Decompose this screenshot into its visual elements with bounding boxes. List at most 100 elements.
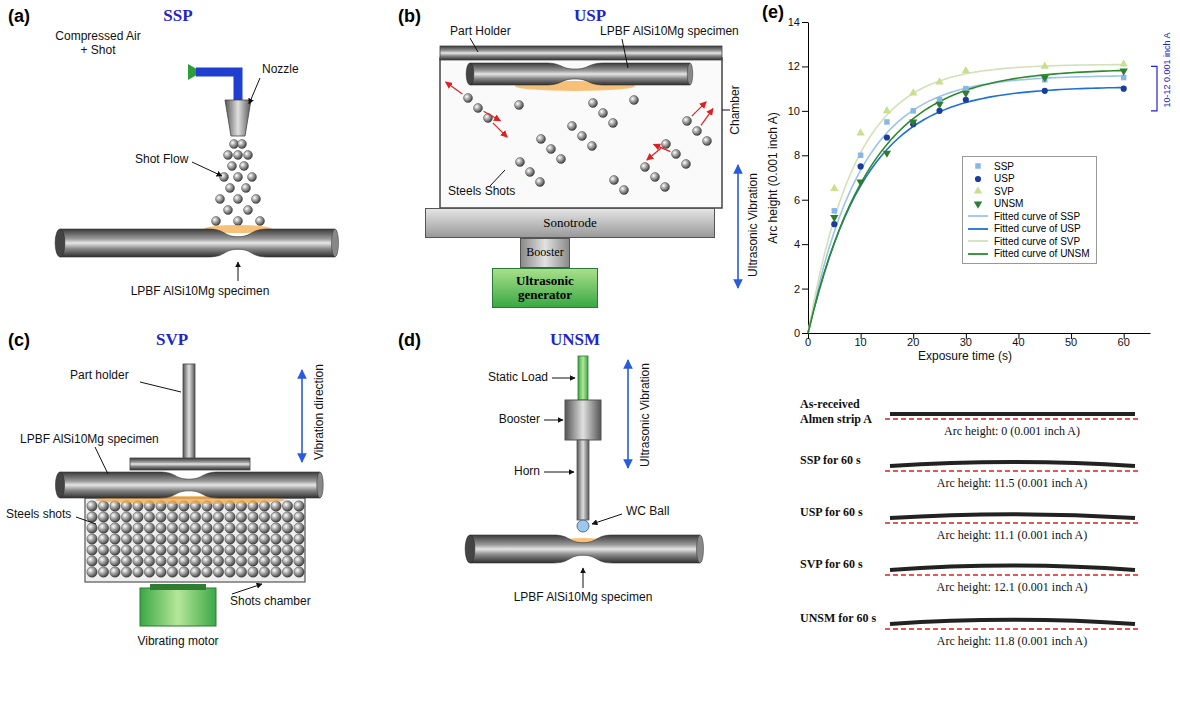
steel-shot: [282, 545, 292, 555]
tick-label: 50: [1065, 336, 1077, 348]
steel-shot: [179, 545, 189, 555]
leader-line: [583, 568, 584, 588]
steel-shot: [271, 501, 281, 511]
steel-shot: [234, 217, 243, 226]
node-text: Ultrasonic generator: [497, 274, 593, 303]
steel-shot: [557, 155, 566, 164]
shot-motion-arrow: [484, 111, 501, 121]
generator-box: Ultrasonic generator: [492, 268, 598, 308]
steel-shot: [224, 206, 233, 215]
chart-legend: SSPUSPSVPUNSMFitted curve of SSPFitted c…: [962, 156, 1097, 264]
chamber: [440, 58, 722, 208]
steel-shot: [588, 142, 597, 151]
arc-height-value: Arc height: 12.1 (0.001 inch A): [937, 580, 1088, 595]
legend-entry: Fitted curve of SVP: [967, 235, 1090, 248]
arc-height-value: Arc height: 11.5 (0.001 inch A): [937, 476, 1088, 491]
steel-shot: [133, 556, 143, 566]
legend-entry: USP: [967, 173, 1090, 186]
steel-shot: [98, 523, 108, 533]
legend-marker: [974, 186, 982, 193]
steel-shot: [474, 104, 483, 113]
steel-shot: [703, 137, 712, 146]
legend-sample: [967, 173, 989, 185]
steel-shot: [294, 567, 304, 577]
steel-shot: [256, 217, 265, 226]
data-point: [935, 77, 943, 84]
leader-line: [140, 382, 181, 392]
tick-label: 8: [794, 149, 800, 161]
strip-label: SVP for 60 s: [800, 557, 863, 572]
steel-shot: [271, 534, 281, 544]
static-load-rod: [578, 356, 588, 400]
steel-shot: [133, 534, 143, 544]
panel-title: UNSM: [550, 330, 600, 350]
steel-shot: [167, 556, 177, 566]
reference-line: [885, 522, 1140, 523]
steel-shot: [87, 545, 97, 555]
steel-shot: [190, 523, 200, 533]
legend-sample: [967, 210, 989, 222]
part-label: Steels Shots: [448, 185, 515, 199]
steel-shot: [259, 534, 269, 544]
data-point: [830, 184, 838, 191]
steel-shot: [294, 523, 304, 533]
steel-shot: [294, 534, 304, 544]
data-point: [858, 163, 864, 169]
steel-shot: [516, 158, 525, 167]
steel-shot: [87, 534, 97, 544]
tick-label: 30: [960, 336, 972, 348]
steel-shot: [220, 173, 229, 182]
data-point: [1041, 62, 1049, 69]
tick-label: 0: [794, 327, 800, 339]
steel-shot: [179, 556, 189, 566]
steel-shot: [87, 567, 97, 577]
strip-label: USP for 60 s: [800, 505, 863, 520]
almen-strip: [890, 462, 1135, 466]
tick-label: 10: [788, 105, 800, 117]
data-point: [856, 128, 864, 135]
steel-shot: [282, 523, 292, 533]
steel-shot: [620, 186, 629, 195]
steel-shot: [87, 556, 97, 566]
steel-shot: [110, 567, 120, 577]
leader-line: [192, 162, 222, 176]
steel-shot: [213, 556, 223, 566]
steel-shot: [630, 96, 639, 105]
steel-shot: [282, 512, 292, 522]
steel-shot: [167, 512, 177, 522]
fitted-curve: [808, 76, 1124, 333]
air-pipe: [196, 72, 238, 100]
steel-shot: [98, 567, 108, 577]
steel-shot: [144, 512, 154, 522]
data-point: [909, 88, 917, 95]
part-label: LPBF AlSi10Mg specimen: [514, 591, 653, 605]
steel-shot: [244, 206, 253, 215]
part-holder-rod: [183, 364, 195, 459]
almen-strip: [890, 514, 1135, 518]
part-label: Horn: [514, 465, 540, 479]
steel-shot: [661, 183, 670, 192]
legend-text: Fitted curve of SSP: [994, 211, 1080, 222]
steel-shot: [230, 140, 239, 149]
data-point: [883, 151, 891, 158]
range-bracket: [1151, 66, 1157, 110]
data-point: [1121, 86, 1127, 92]
legend-sample: [967, 235, 989, 247]
steel-shot: [248, 512, 258, 522]
part-label: LPBF AlSi10Mg specimen: [131, 285, 270, 299]
steel-shot: [133, 523, 143, 533]
tick-label: 6: [794, 194, 800, 206]
steel-shot: [179, 512, 189, 522]
shot-motion-arrow: [692, 102, 706, 116]
legend-text: Fitted curve of USP: [994, 223, 1081, 234]
nozzle: [225, 100, 251, 136]
panel-label: (a): [8, 6, 30, 27]
part-label: Shots chamber: [230, 595, 311, 609]
part-holder-plate: [130, 458, 250, 470]
steel-shot: [224, 151, 233, 160]
steel-shot: [144, 567, 154, 577]
node-text: Sonotrode: [543, 216, 596, 230]
horn: [577, 440, 589, 520]
part-label: LPBF AlSi10Mg specimen: [20, 433, 159, 447]
data-point: [963, 86, 968, 91]
